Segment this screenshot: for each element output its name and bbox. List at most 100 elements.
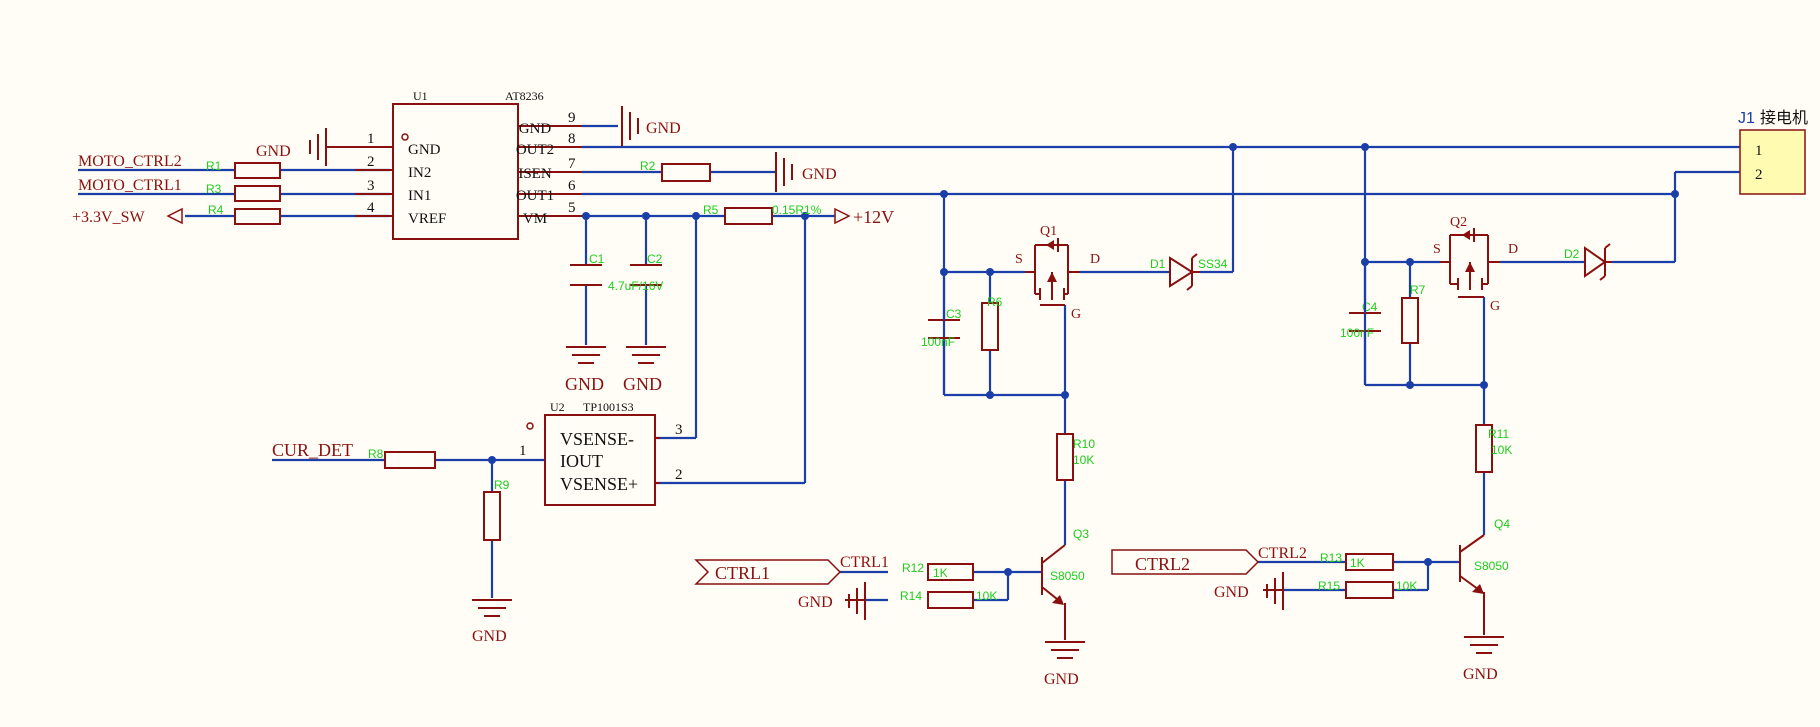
r10-designator: R10 [1073, 437, 1095, 451]
u2-pin-num: 3 [675, 422, 683, 438]
u1-pin-name: VM [523, 211, 547, 227]
r1-designator: R1 [206, 159, 222, 173]
gnd-label: GND [1044, 671, 1079, 688]
c3-value: 100nF [921, 335, 955, 349]
d1-value: SS34 [1198, 257, 1228, 271]
resistor-r5: R5 0.15R1% [703, 203, 822, 225]
j1-name: 接电机 [1760, 109, 1808, 127]
net-label-moto-ctrl1: MOTO_CTRL1 [78, 177, 182, 194]
gnd-label: GND [1214, 584, 1249, 601]
resistor-r2: R2 [640, 159, 711, 182]
q3-value: S8050 [1050, 569, 1085, 583]
r11-value: 10K [1491, 443, 1512, 457]
c2-value: 4.7uF/16V [608, 279, 663, 293]
u1-pin-name: OUT1 [516, 188, 554, 204]
q4-designator: Q4 [1494, 517, 1510, 531]
u1-pin-num: 4 [367, 200, 375, 216]
r14-value: 10K [976, 589, 997, 603]
r8-designator: R8 [368, 447, 384, 461]
u1-pin-name: GND [519, 121, 552, 137]
resistor-r7: R7 [1401, 283, 1426, 344]
gnd-label: GND [798, 594, 833, 611]
npn-q3: Q3 S8050 [1041, 527, 1089, 640]
capacitor-c3: C3 100nF [921, 307, 962, 349]
gnd-label: GND [623, 374, 662, 394]
r4-designator: R4 [208, 203, 224, 217]
r6-designator: R6 [987, 295, 1003, 309]
u1-part: AT8236 [505, 89, 544, 103]
capacitor-c1: C1 [570, 252, 605, 286]
resistor-r4: R4 [208, 203, 281, 225]
j1-pin: 2 [1755, 167, 1763, 183]
r12-designator: R12 [902, 561, 924, 575]
net-label-ctrl2: CTRL2 [1258, 545, 1307, 562]
q2-source: S [1433, 242, 1441, 257]
u1-pin-num: 9 [568, 110, 576, 126]
q1-designator: Q1 [1040, 224, 1057, 239]
u1-pin-num: 2 [367, 154, 375, 170]
u1-pin-name: VREF [408, 211, 446, 227]
c3-designator: C3 [946, 307, 962, 321]
u2-designator: U2 [550, 400, 565, 414]
resistor-r15: R15 10K [1318, 579, 1417, 599]
u2-pin-name: IOUT [560, 451, 603, 471]
resistor-r3: R3 [206, 182, 281, 202]
mosfet-q2: Q2 S D G [1433, 215, 1518, 314]
resistor-r1: R1 [206, 159, 281, 179]
gnd-label: GND [472, 628, 507, 645]
u1-pin-num: 7 [568, 156, 576, 172]
u2-pin-name: VSENSE- [560, 429, 634, 449]
gnd-label: GND [1463, 666, 1498, 683]
u1-pin-name: ISEN [518, 166, 552, 182]
r13-value: 1K [1350, 556, 1365, 570]
r2-designator: R2 [640, 159, 656, 173]
u1-designator: U1 [413, 89, 428, 103]
ground-symbol: GND [798, 582, 866, 620]
q2-gate: G [1490, 299, 1500, 314]
resistor-r14: R14 10K [900, 589, 997, 609]
u1-pin-num: 6 [568, 178, 576, 194]
u1-pin-name: OUT2 [516, 142, 554, 158]
ground-symbol: GND [775, 152, 837, 192]
power-port-12v: +12V [834, 207, 894, 227]
resistor-r10: R10 10K [1056, 433, 1095, 481]
d1-designator: D1 [1150, 257, 1166, 271]
r13-designator: R13 [1320, 551, 1342, 565]
r14-designator: R14 [900, 589, 922, 603]
ground-symbol: GND [623, 346, 666, 394]
diode-d1: D1 SS34 [1150, 253, 1228, 291]
port-ctrl1-label: CTRL1 [715, 563, 770, 583]
diode-d2: D2 [1564, 243, 1612, 281]
d2-designator: D2 [1564, 247, 1580, 261]
resistor-r11: R11 10K [1475, 424, 1512, 473]
capacitor-c4: C4 100nF [1340, 300, 1381, 340]
j1-pin: 1 [1755, 143, 1763, 159]
r3-designator: R3 [206, 182, 222, 196]
ground-symbol: GND [565, 346, 606, 394]
gnd-label: GND [565, 374, 604, 394]
resistor-r8: R8 [368, 447, 436, 469]
c2-designator: C2 [647, 252, 663, 266]
gnd-label: GND [646, 120, 681, 137]
net-label-3v3: +3.3V_SW [72, 209, 145, 226]
u1-pin-num: 8 [568, 131, 576, 147]
gnd-label: GND [256, 143, 291, 160]
port-ctrl2: CTRL2 CTRL2 [1111, 545, 1307, 575]
u1-chip: U1 AT8236 1 2 3 4 GND IN2 IN1 VREF 9 8 7… [355, 89, 582, 240]
u2-pin-name: VSENSE+ [560, 474, 638, 494]
u1-pin-name: GND [408, 142, 441, 158]
port-ctrl2-label: CTRL2 [1135, 554, 1190, 574]
q1-source: S [1015, 252, 1023, 267]
u2-pin-num: 1 [519, 443, 527, 459]
c4-value: 100nF [1340, 326, 1374, 340]
power-port-3v3: +3.3V_SW [72, 207, 183, 226]
resistor-r12: R12 1K [902, 561, 974, 581]
c1-designator: C1 [589, 252, 605, 266]
r12-value: 1K [933, 566, 948, 580]
net-label-ctrl1: CTRL1 [840, 554, 889, 571]
resistor-r6: R6 [981, 295, 1003, 351]
j1-designator: J1 [1738, 110, 1755, 127]
capacitor-c2: C2 4.7uF/16V [608, 252, 663, 293]
r10-value: 10K [1073, 453, 1094, 467]
